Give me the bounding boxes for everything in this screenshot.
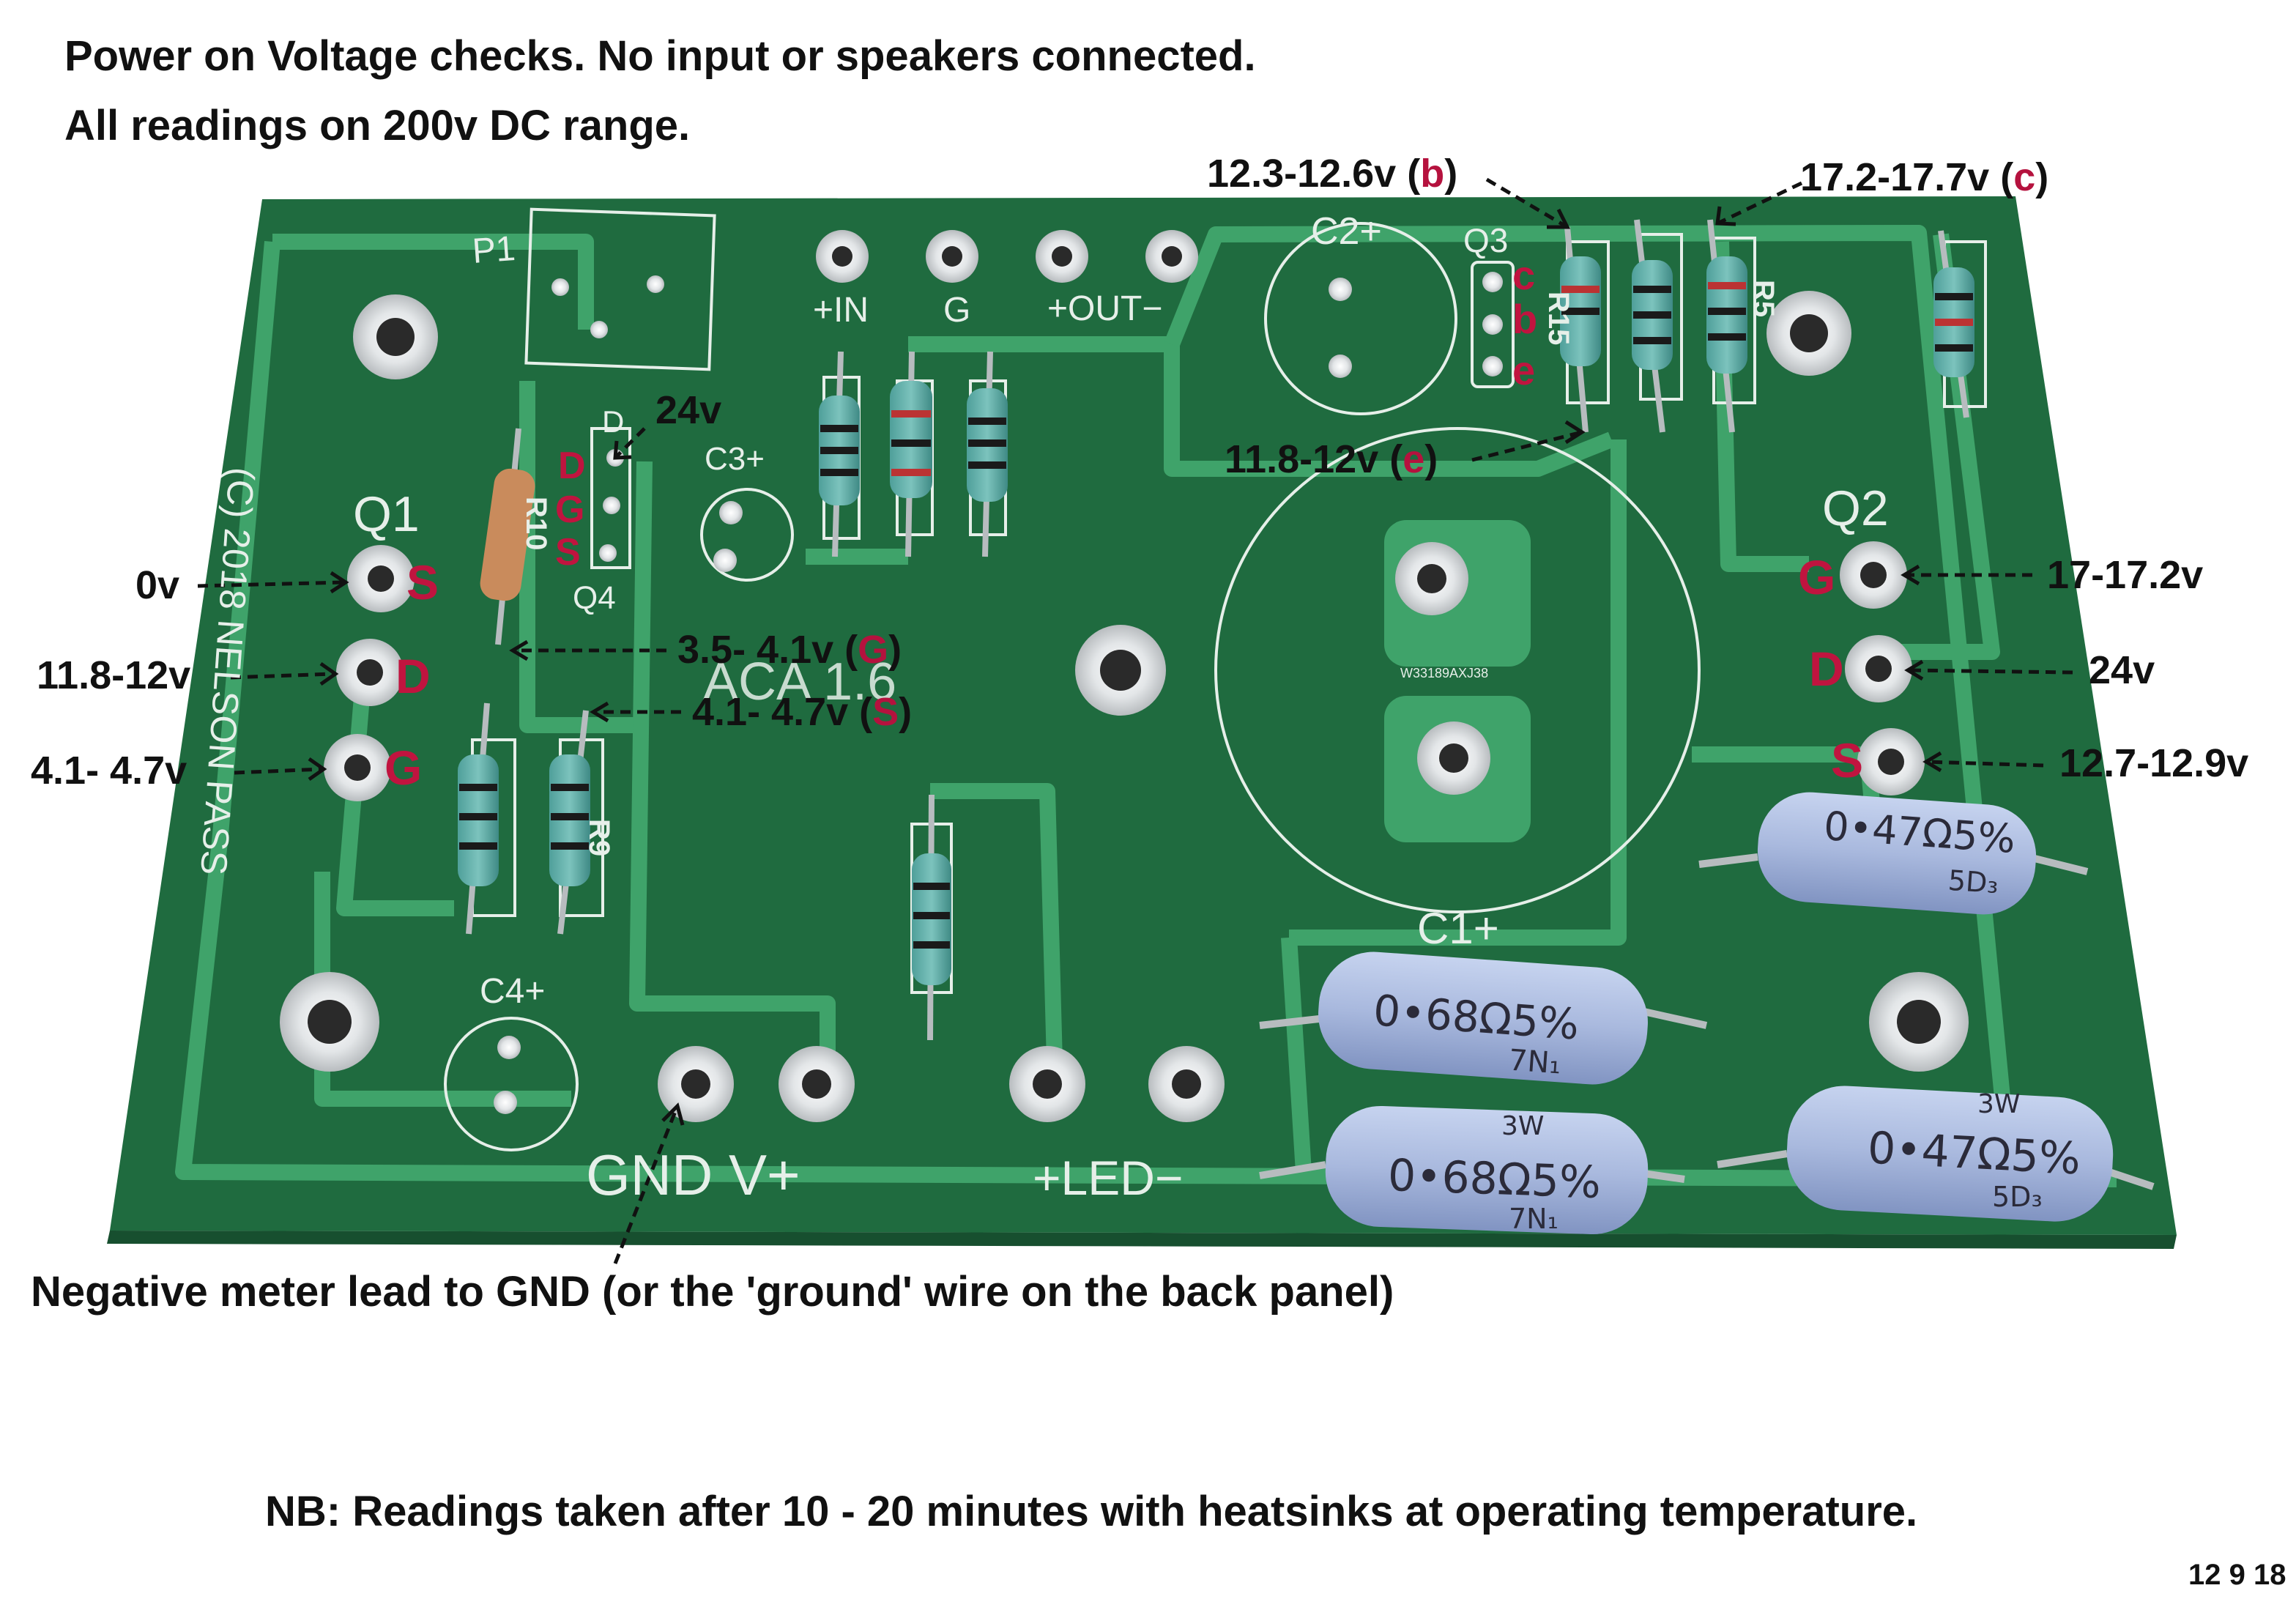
silk-r5: R5 <box>1747 280 1780 318</box>
silk-c2: C2+ <box>1311 210 1382 253</box>
q1-pin-g: G <box>384 741 423 795</box>
power-resistor-3-code: 7N₁ <box>1509 1203 1558 1235</box>
reading-q4-d: 24v <box>655 388 722 432</box>
silk-q3: Q3 <box>1463 221 1509 259</box>
power-resistor-3-rating: 3W <box>1501 1111 1545 1141</box>
header-line-2: All readings on 200v DC range. <box>64 102 691 149</box>
power-resistor-4-code: 5D₃ <box>1992 1181 2043 1213</box>
reading-q4-g: 3.5- 4.1v (G) <box>677 628 902 672</box>
silk-r15: R15 <box>1542 292 1575 346</box>
capacitor-code: W33189AXJ38 <box>1400 666 1489 680</box>
q2-pin-d: D <box>1809 642 1844 696</box>
q2-pin-s: S <box>1831 733 1864 787</box>
power-resistor-1-code: 5D₃ <box>1947 864 2000 900</box>
power-resistor-2-value: 0•68Ω5% <box>1371 985 1581 1050</box>
power-resistor-3-value: 0•68Ω5% <box>1386 1149 1602 1209</box>
silk-gnd-v: GND V+ <box>586 1143 800 1207</box>
q4-pin-d: D <box>558 445 586 487</box>
reading-arrows <box>197 177 2073 1264</box>
reading-q2-g: 17-17.2v <box>2047 553 2204 597</box>
capacitor-pads <box>494 272 1531 1114</box>
silk-g: G <box>943 291 971 330</box>
reading-q4-s: 4.1- 4.7v (S) <box>692 690 913 734</box>
q1-pin-s: S <box>406 555 439 609</box>
silk-q2: Q2 <box>1822 481 1889 536</box>
ground-note: Negative meter lead to GND (or the 'grou… <box>31 1268 1394 1316</box>
power-resistors <box>1259 792 2155 1235</box>
power-resistor-2-code: 7N₁ <box>1507 1043 1562 1081</box>
silk-d-top: D <box>602 404 625 439</box>
q2-pin-g: G <box>1798 550 1836 604</box>
power-resistor-4-rating: 3W <box>1977 1089 2021 1119</box>
q3-pin-b: b <box>1512 296 1538 342</box>
silk-in: +IN <box>813 291 869 330</box>
power-resistor-4-value: 0•47Ω5% <box>1866 1122 2082 1185</box>
reading-q2-s: 12.7-12.9v <box>2059 741 2249 785</box>
silk-aca: ACA 1.6 <box>703 653 897 711</box>
reading-q1-s: 0v <box>135 563 180 607</box>
silk-r9: R9 <box>583 819 615 857</box>
silk-led: +LED− <box>1033 1151 1184 1205</box>
silk-out: +OUT− <box>1047 289 1163 328</box>
silk-q4: Q4 <box>573 580 616 616</box>
q3-pin-c: c <box>1512 252 1536 298</box>
reading-q3-b: 12.3-12.6v (b) <box>1207 152 1458 196</box>
reading-q1-g: 4.1- 4.7v <box>31 749 187 793</box>
silk-c4: C4+ <box>480 972 546 1011</box>
reading-q1-d: 11.8-12v <box>37 653 191 697</box>
q1-pin-d: D <box>395 649 431 703</box>
image-code: 12 9 18 <box>2188 1559 2286 1591</box>
header-line-1: Power on Voltage checks. No input or spe… <box>64 32 1256 80</box>
silk-r10: R10 <box>520 497 552 551</box>
mounting-holes <box>280 291 1969 1072</box>
nb-note: NB: Readings taken after 10 - 20 minutes… <box>265 1488 1918 1535</box>
silk-c1: C1+ <box>1417 904 1499 953</box>
reading-q3-e: 11.8-12v (e) <box>1225 437 1438 481</box>
reading-q3-c: 17.2-17.7v (c) <box>1800 155 2049 199</box>
silk-p1: P1 <box>471 229 517 271</box>
q3-pin-e: e <box>1512 347 1536 393</box>
q4-pin-g: G <box>555 489 585 531</box>
large-pads <box>324 230 1925 1122</box>
arrow-heads <box>308 206 1942 1126</box>
reading-q2-d: 24v <box>2089 648 2155 692</box>
small-resistors <box>458 219 1974 1041</box>
silk-c3: C3+ <box>705 441 765 477</box>
q4-pin-s: S <box>555 531 581 574</box>
silk-q1: Q1 <box>353 486 420 542</box>
